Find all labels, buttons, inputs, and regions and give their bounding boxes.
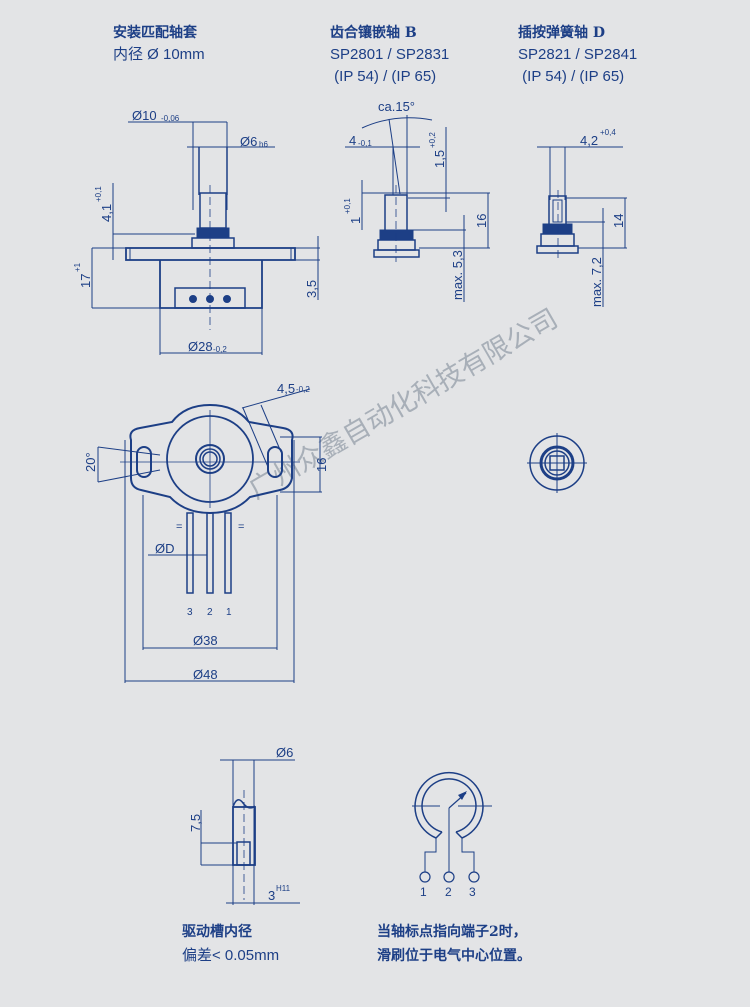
dim-14: 14 bbox=[611, 214, 626, 228]
header-mount-sleeve: 安装匹配轴套 内径 Ø 10mm bbox=[113, 22, 205, 66]
dim-4-tol: -0,1 bbox=[358, 139, 372, 148]
potentiometer-schematic bbox=[412, 771, 492, 883]
pin-label: 1 bbox=[226, 607, 232, 618]
terminal-label: 2 bbox=[445, 885, 452, 899]
dim-d10: Ø10 bbox=[132, 108, 157, 123]
dim-d6-slot: Ø6 bbox=[276, 745, 293, 760]
dim-4-5: 4,5 bbox=[277, 381, 295, 396]
caption-line: 偏差< 0.05mm bbox=[182, 947, 280, 964]
dim-3-tol: H11 bbox=[276, 884, 291, 893]
header-shaft-d: 插按弹簧轴 D SP2821 / SP2841 (IP 54) / (IP 65… bbox=[518, 22, 637, 88]
header-subtitle: 内径 Ø 10mm bbox=[113, 46, 205, 63]
dim-1-5: 1,5 bbox=[432, 150, 447, 168]
dim-4-5-tol: -0,2 bbox=[296, 385, 310, 394]
terminal-label: 3 bbox=[469, 885, 476, 899]
header-ip: (IP 54) / (IP 65) bbox=[518, 68, 625, 85]
dim-d28: Ø28 bbox=[188, 339, 213, 354]
header-title: 齿合镶嵌轴 B bbox=[330, 25, 417, 41]
header-models: SP2821 / SP2841 bbox=[518, 46, 638, 63]
caption-line: 滑刷位于电气中心位置。 bbox=[377, 948, 531, 964]
dim-D: ØD bbox=[155, 541, 175, 556]
dim-d38: Ø38 bbox=[193, 633, 218, 648]
shaft-end-view bbox=[527, 433, 587, 493]
front-view bbox=[97, 388, 322, 683]
angle-20: 20° bbox=[83, 452, 98, 472]
dim-1: 1 bbox=[348, 217, 363, 224]
equal-mark: = bbox=[176, 521, 182, 533]
dim-1-tol: +0,1 bbox=[343, 198, 352, 214]
terminal-label: 1 bbox=[420, 885, 427, 899]
dim-1-5-tol: +0,2 bbox=[428, 132, 437, 148]
caption-line: 当轴标点指向端子2时， bbox=[377, 924, 527, 940]
dim-3-5: 3,5 bbox=[304, 280, 319, 298]
dim-3: 3 bbox=[268, 888, 275, 903]
dim-4: 4 bbox=[349, 133, 356, 148]
dim-d10-tol: -0,06 bbox=[161, 114, 180, 123]
dim-4-1-tol: +0,1 bbox=[94, 186, 103, 202]
dim-4-1: 4,1 bbox=[99, 204, 114, 222]
caption-drive-slot: 驱动槽内径 偏差< 0.05mm bbox=[182, 920, 279, 968]
header-ip: (IP 54) / (IP 65) bbox=[330, 68, 437, 85]
dim-d6-tol: h6 bbox=[259, 140, 268, 149]
dim-17: 17 bbox=[78, 274, 93, 288]
header-title: 安装匹配轴套 bbox=[113, 25, 197, 41]
mount-side-view bbox=[91, 121, 320, 355]
dim-17-tol: +1 bbox=[73, 262, 82, 272]
header-title: 插按弹簧轴 D bbox=[518, 25, 606, 41]
dim-4-2-tol: +0,4 bbox=[600, 128, 616, 137]
caption-line: 驱动槽内径 bbox=[182, 924, 252, 940]
dim-7-5: 7,5 bbox=[188, 814, 203, 832]
dim-16: 16 bbox=[474, 214, 489, 228]
angle-15: ca.15° bbox=[378, 99, 415, 114]
dim-16-front: 16 bbox=[314, 458, 329, 472]
header-shaft-b: 齿合镶嵌轴 B SP2801 / SP2831 (IP 54) / (IP 65… bbox=[330, 22, 449, 88]
drive-slot-view bbox=[200, 759, 300, 905]
dim-max-7-2: max. 7,2 bbox=[589, 257, 604, 307]
header-models: SP2801 / SP2831 bbox=[330, 46, 450, 63]
dim-4-2: 4,2 bbox=[580, 133, 598, 148]
dim-d6: Ø6 bbox=[240, 134, 257, 149]
pin-label: 2 bbox=[207, 607, 213, 618]
dim-max-5-3: max. 5,3 bbox=[450, 250, 465, 300]
dim-d28-tol: -0,2 bbox=[213, 345, 227, 354]
caption-schematic: 当轴标点指向端子2时， 滑刷位于电气中心位置。 bbox=[377, 920, 531, 968]
dim-d48: Ø48 bbox=[193, 667, 218, 682]
equal-mark: = bbox=[238, 521, 244, 533]
pin-label: 3 bbox=[187, 607, 193, 618]
shaft-b-view bbox=[345, 115, 490, 302]
shaft-d-view bbox=[536, 146, 627, 307]
